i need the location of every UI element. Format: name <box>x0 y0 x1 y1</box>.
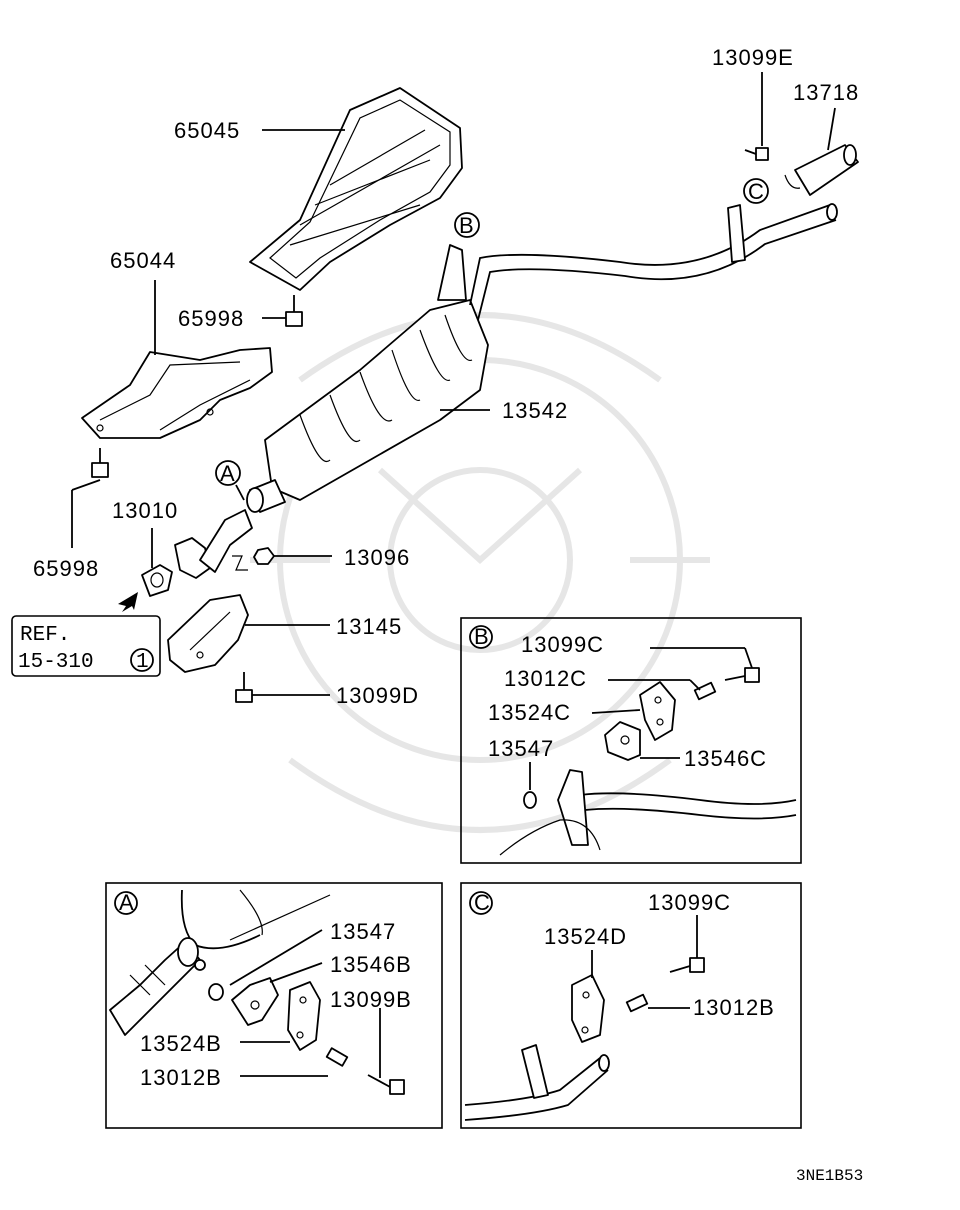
callout-c: C <box>743 178 769 204</box>
washer-13547-a[interactable] <box>208 983 224 1001</box>
label-65998-lower: 65998 <box>33 556 99 581</box>
label-13542: 13542 <box>502 398 568 423</box>
collar-13012B-a[interactable] <box>325 1047 349 1067</box>
svg-text:15-310: 15-310 <box>18 651 94 674</box>
label-b-13546c: 13546C <box>684 746 767 771</box>
label-c-13524d: 13524D <box>544 924 627 949</box>
label-b-13524c: 13524C <box>488 700 571 725</box>
svg-text:REF.: REF. <box>20 624 70 647</box>
label-13718: 13718 <box>793 80 859 105</box>
svg-text:B: B <box>459 213 475 238</box>
insulator-13524B[interactable] <box>287 981 321 1051</box>
label-b-13099c: 13099C <box>521 632 604 657</box>
label-13145: 13145 <box>336 614 402 639</box>
washer-13547-b[interactable] <box>523 791 537 809</box>
bracket-13546B[interactable] <box>231 977 279 1026</box>
label-a-13012b: 13012B <box>140 1065 222 1090</box>
heat-protector-65044[interactable] <box>81 347 273 439</box>
detail-a-box: A <box>105 882 443 1129</box>
label-b-13547: 13547 <box>488 736 554 761</box>
svg-text:B: B <box>474 624 490 649</box>
ref-box[interactable]: REF. 15-310 1 <box>11 615 161 677</box>
heat-protector-65045[interactable] <box>249 87 463 291</box>
label-c-13012b: 13012B <box>693 995 775 1020</box>
main-muffler-13542[interactable] <box>174 203 838 579</box>
svg-text:A: A <box>119 890 135 915</box>
break-line <box>232 555 248 571</box>
svg-text:C: C <box>474 890 491 915</box>
bolt-13099D[interactable] <box>235 672 253 703</box>
label-65998-upper: 65998 <box>178 306 244 331</box>
bracket-13145[interactable] <box>167 594 249 673</box>
label-13099e: 13099E <box>712 45 794 70</box>
label-13096: 13096 <box>344 545 410 570</box>
collar-13012B-c[interactable] <box>625 993 649 1013</box>
svg-text:1: 1 <box>136 651 149 674</box>
bolt-65998-lower[interactable] <box>91 448 109 478</box>
callout-b: B <box>454 212 480 238</box>
label-13010: 13010 <box>112 498 178 523</box>
nut-13096[interactable] <box>253 547 275 565</box>
label-c-13099c: 13099C <box>648 890 731 915</box>
label-a-13546b: 13546B <box>330 952 412 977</box>
ref-arrow-icon <box>118 592 138 612</box>
detail-b-box: B <box>460 617 802 864</box>
collar-13012C[interactable] <box>693 681 717 701</box>
exhaust-tip-13718[interactable] <box>784 144 859 196</box>
label-65044: 65044 <box>110 248 176 273</box>
label-a-13099b: 13099B <box>330 987 412 1012</box>
label-a-13524b: 13524B <box>140 1031 222 1056</box>
diagram-code: 3NE1B53 <box>796 1167 863 1185</box>
bolt-13099C-c[interactable] <box>669 957 705 973</box>
bracket-13546C[interactable] <box>604 721 641 761</box>
svg-text:C: C <box>748 179 765 204</box>
bolt-13099B[interactable] <box>367 1074 405 1095</box>
svg-text:A: A <box>220 461 236 486</box>
label-65045: 65045 <box>174 118 240 143</box>
watermark-emblem <box>250 312 710 833</box>
gasket-13010[interactable] <box>141 564 173 597</box>
bolt-13099E[interactable] <box>744 147 769 161</box>
label-a-13547: 13547 <box>330 919 396 944</box>
label-b-13012c: 13012C <box>504 666 587 691</box>
insulator-13524D[interactable] <box>571 974 605 1043</box>
insulator-13524C[interactable] <box>639 681 676 741</box>
callout-a: A <box>215 460 241 486</box>
bolt-65998-upper[interactable] <box>285 295 303 327</box>
bolt-13099C-b[interactable] <box>724 667 760 683</box>
label-13099d: 13099D <box>336 683 419 708</box>
